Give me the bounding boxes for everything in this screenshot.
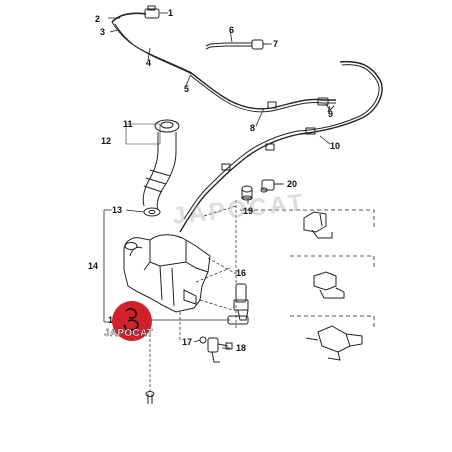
logo-glyph-icon [123,308,139,332]
bottom-screw [145,391,155,404]
tank-cap [143,207,161,217]
callout-10: 10 [330,141,341,151]
callout-4: 4 [146,58,152,68]
callout-1: 1 [168,8,174,18]
inset-dashed-frames [240,209,375,330]
callout-9: 9 [328,109,334,119]
hose-6 [205,39,268,50]
filler-neck [142,119,180,211]
clip-detail-3 [305,325,363,361]
hose-8 [189,71,336,113]
callout-2: 2 [95,14,101,24]
callout-14: 14 [88,261,99,271]
clip-detail-1 [303,211,333,239]
callout-19: 19 [243,206,254,216]
callout-7: 7 [273,39,279,49]
callout-13: 13 [112,205,123,215]
clip-detail-2 [313,271,345,299]
logo-wordmark: JAPOCAT [104,328,154,339]
nozzle-20 [260,179,282,193]
hose-10 [179,60,383,233]
callout-3: 3 [100,27,106,37]
washer-pump [227,283,249,325]
washer-tank [123,234,211,313]
callout-16: 16 [236,268,247,278]
nozzle-19 [241,185,253,201]
callout-17: 17 [182,337,193,347]
callout-18: 18 [236,343,247,353]
tank-dashed-guides [149,200,241,392]
callout-11: 11 [123,119,133,129]
connector-parts [199,336,233,363]
callout-6: 6 [229,25,235,35]
callout-12: 12 [101,136,112,146]
callout-5: 5 [184,84,190,94]
japocat-logo [112,301,152,341]
callout-20: 20 [287,179,298,189]
nozzle-top [144,5,160,19]
callout-8: 8 [250,123,256,133]
